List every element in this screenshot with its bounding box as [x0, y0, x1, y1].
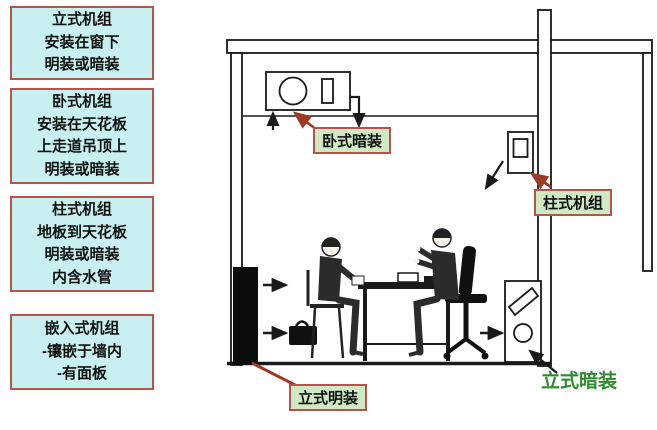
document — [351, 275, 365, 286]
info-box-title: 嵌入式机组 — [44, 320, 120, 338]
info-box-title: 立式机组 — [51, 11, 112, 29]
label-vertical-exposed: 立式明装 — [289, 384, 368, 411]
briefcase-handle — [294, 320, 310, 327]
unit-casing — [507, 131, 534, 174]
chair-base — [445, 336, 487, 355]
column-unit-arrow — [484, 160, 504, 190]
fan-circle — [278, 76, 308, 106]
foot — [408, 350, 421, 357]
leader-vertical-exposed — [251, 361, 300, 389]
horizontal-concealed-unit — [265, 71, 351, 111]
arm — [416, 259, 441, 271]
fan-circle — [513, 323, 533, 343]
office-chair — [443, 245, 489, 360]
label-horizontal-concealed: 卧式暗装 — [313, 127, 392, 154]
chair-backrest — [458, 245, 476, 297]
flow-arrows — [263, 95, 558, 374]
concealed-leader-arrow — [528, 349, 558, 374]
info-box-line: 安装在天花板 — [36, 115, 127, 133]
chair-leg — [337, 307, 345, 359]
outer-right-wall — [642, 52, 653, 272]
chair-wheel — [481, 352, 489, 360]
info-box-line: 上走道吊顶上 — [36, 138, 127, 155]
info-box-vertical-unit: 立式机组 安装在窗下 明装或暗装 — [10, 6, 154, 80]
room-structure — [226, 9, 653, 367]
info-box-column-unit: 柱式机组 地板到天花板 明装或暗装 内含水管 — [10, 196, 154, 292]
info-box-line: 明装或暗装 — [44, 160, 120, 178]
chair-leg — [310, 307, 317, 359]
briefcase — [289, 320, 317, 345]
hair — [433, 229, 451, 238]
hand — [414, 258, 420, 264]
supply-air-arrow — [350, 95, 366, 129]
grille-rect — [512, 138, 529, 158]
legs — [413, 295, 441, 356]
info-box-title: 卧式机组 — [51, 93, 112, 110]
column-unit-drawing — [507, 131, 534, 174]
chair-wheel — [443, 352, 451, 360]
info-box-title: 柱式机组 — [51, 201, 112, 218]
label-vertical-concealed: 立式暗装 — [541, 371, 618, 392]
info-box-embedded-unit: 嵌入式机组 -镶嵌于墙内 -有面板 — [10, 314, 154, 390]
torso — [318, 256, 342, 302]
torso — [431, 250, 459, 300]
coil-rect — [321, 78, 334, 104]
info-box-horizontal-unit: 卧式机组 安装在天花板 上走道吊顶上 明装或暗装 — [10, 88, 154, 184]
desk-item — [424, 276, 435, 282]
arm — [417, 247, 439, 263]
slanted-grille — [507, 286, 540, 317]
person-left — [306, 237, 365, 359]
info-box-line: 内含水管 — [51, 268, 112, 286]
info-box-line: -镶嵌于墙内 — [42, 342, 122, 360]
ceiling-beam — [226, 39, 653, 54]
hand — [415, 246, 421, 252]
leader-column-unit — [529, 172, 552, 190]
vertical-concealed-unit-drawing — [504, 280, 542, 363]
person-right — [408, 228, 459, 357]
desk-papers — [397, 272, 419, 283]
briefcase-body — [289, 326, 317, 345]
info-box-line: 明装或暗装 — [44, 246, 120, 263]
info-box-line: 安装在窗下 — [44, 33, 120, 51]
info-box-line: 地板到天花板 — [36, 223, 127, 241]
hair — [322, 238, 340, 247]
info-box-line: -有面板 — [57, 365, 107, 383]
label-column-unit: 柱式机组 — [534, 189, 613, 216]
foot — [352, 350, 364, 356]
vertical-exposed-unit-drawing — [233, 267, 258, 365]
desk-top — [358, 282, 455, 289]
info-box-line: 明装或暗装 — [44, 56, 120, 74]
legs — [335, 296, 360, 356]
